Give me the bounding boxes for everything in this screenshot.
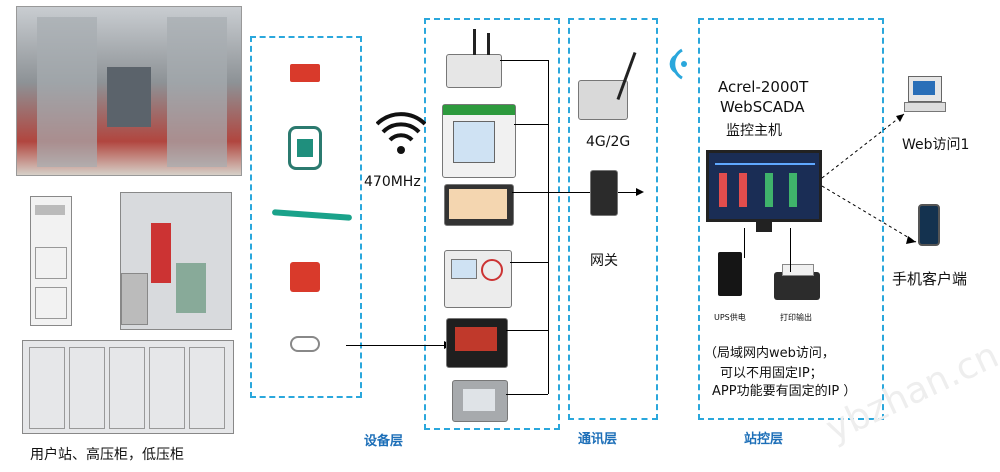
station-title-1: Acrel-2000T — [718, 78, 809, 96]
mobile-phone-icon — [918, 204, 940, 246]
switchgear-cabinet-cutaway — [120, 192, 232, 330]
ups-device — [718, 252, 742, 296]
desktop-computer-icon — [904, 76, 946, 112]
device-layer-box — [424, 18, 560, 430]
device-layer-label: 设备层 — [364, 434, 404, 449]
note-line-2: 可以不用固定IP； — [720, 366, 823, 381]
gateway-label: 网关 — [590, 253, 618, 269]
comm-layer-box — [568, 18, 658, 420]
monitor-stand — [756, 222, 772, 232]
station-title-2: WebSCADA — [720, 98, 805, 116]
ups-label: UPS供电 — [714, 313, 746, 322]
printer-device — [774, 264, 820, 300]
device-link-1 — [500, 60, 548, 61]
switchgear-room-photo — [16, 6, 242, 176]
sensor-temperature-probe — [290, 336, 320, 352]
printer-link-v — [790, 228, 791, 272]
monitoring-meter-device — [442, 104, 516, 178]
main-connector-line — [512, 192, 638, 193]
digital-meter-device — [446, 318, 508, 368]
4g-modem-device — [578, 51, 637, 120]
device-link-6 — [506, 394, 548, 395]
station-layer-box — [698, 18, 884, 420]
station-title-3: 监控主机 — [726, 123, 782, 139]
sensor-ring-clamp — [288, 126, 322, 170]
wireless-gateway-device — [446, 29, 502, 88]
device-bus-vertical — [548, 60, 549, 394]
mobile-client-label: 手机客户端 — [892, 270, 968, 288]
signal-wave-icon — [669, 48, 687, 80]
note-line-1: （局域网内web访问， — [704, 346, 835, 361]
web-client-label: Web访问1 — [902, 137, 970, 153]
station-layer-label: 站控层 — [744, 432, 784, 447]
enclosure-device — [452, 380, 508, 422]
sensor-red-clip — [290, 64, 320, 82]
printer-label: 打印输出 — [780, 313, 812, 322]
gateway-device — [590, 170, 618, 216]
touch-screen-device — [444, 184, 514, 226]
display-controller-device — [444, 250, 512, 308]
wifi-icon — [376, 112, 426, 154]
network-label: 4G/2G — [586, 134, 631, 150]
comm-layer-label: 通讯层 — [578, 432, 618, 447]
ups-link — [744, 228, 745, 258]
main-arrow-head — [636, 188, 644, 196]
switchgear-cabinet-front — [30, 196, 72, 326]
low-voltage-cabinets — [22, 340, 234, 434]
monitor-screen — [706, 150, 822, 222]
note-line-3: APP功能要有固定的IP ） — [712, 384, 857, 399]
sensor-box — [250, 36, 362, 398]
device-link-4 — [510, 262, 548, 263]
frequency-label: 470MHz — [364, 174, 421, 190]
sensor-red-block — [290, 262, 320, 292]
probe-connector-line — [346, 345, 444, 346]
device-link-5 — [506, 330, 548, 331]
device-link-2 — [514, 124, 548, 125]
client-arrows — [821, 113, 917, 244]
left-caption: 用户站、高压柜，低压柜 — [30, 447, 184, 463]
